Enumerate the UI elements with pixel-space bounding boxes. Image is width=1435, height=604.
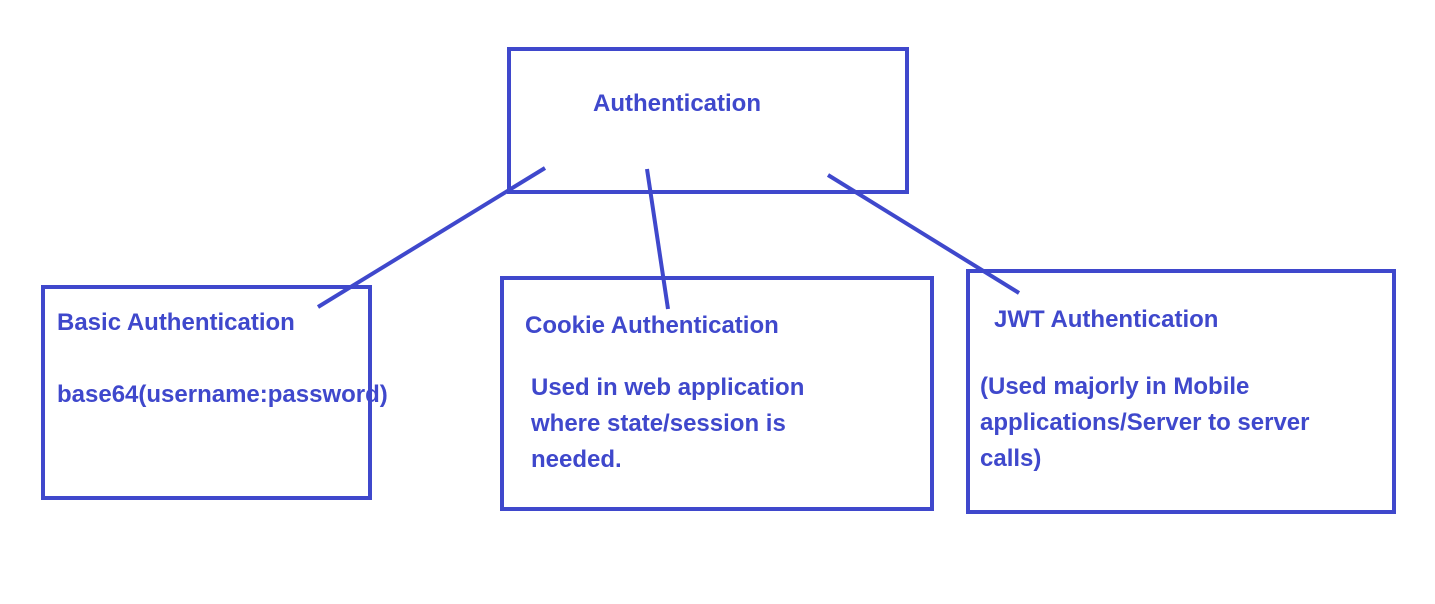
cookie-title: Cookie Authentication [525, 312, 779, 339]
connector-to-basic [316, 166, 547, 309]
cookie-line-1: Used in web application [531, 374, 805, 401]
authentication-root-box [507, 47, 909, 194]
cookie-line-3: needed. [531, 446, 622, 473]
connector-to-cookie [645, 168, 670, 310]
basic-authentication-box [41, 285, 372, 500]
cookie-line-2: where state/session is [531, 410, 786, 437]
connector-to-jwt [826, 173, 1021, 295]
jwt-line-1: (Used majorly in Mobile [980, 373, 1250, 400]
basic-title: Basic Authentication [57, 309, 295, 336]
jwt-line-3: calls) [980, 445, 1042, 472]
jwt-title: JWT Authentication [994, 306, 1219, 333]
jwt-line-2: applications/Server to server [980, 409, 1310, 436]
basic-body: base64(username:password) [57, 381, 388, 408]
jwt-authentication-box [966, 269, 1396, 514]
root-title: Authentication [593, 90, 761, 117]
cookie-authentication-box [500, 276, 934, 511]
